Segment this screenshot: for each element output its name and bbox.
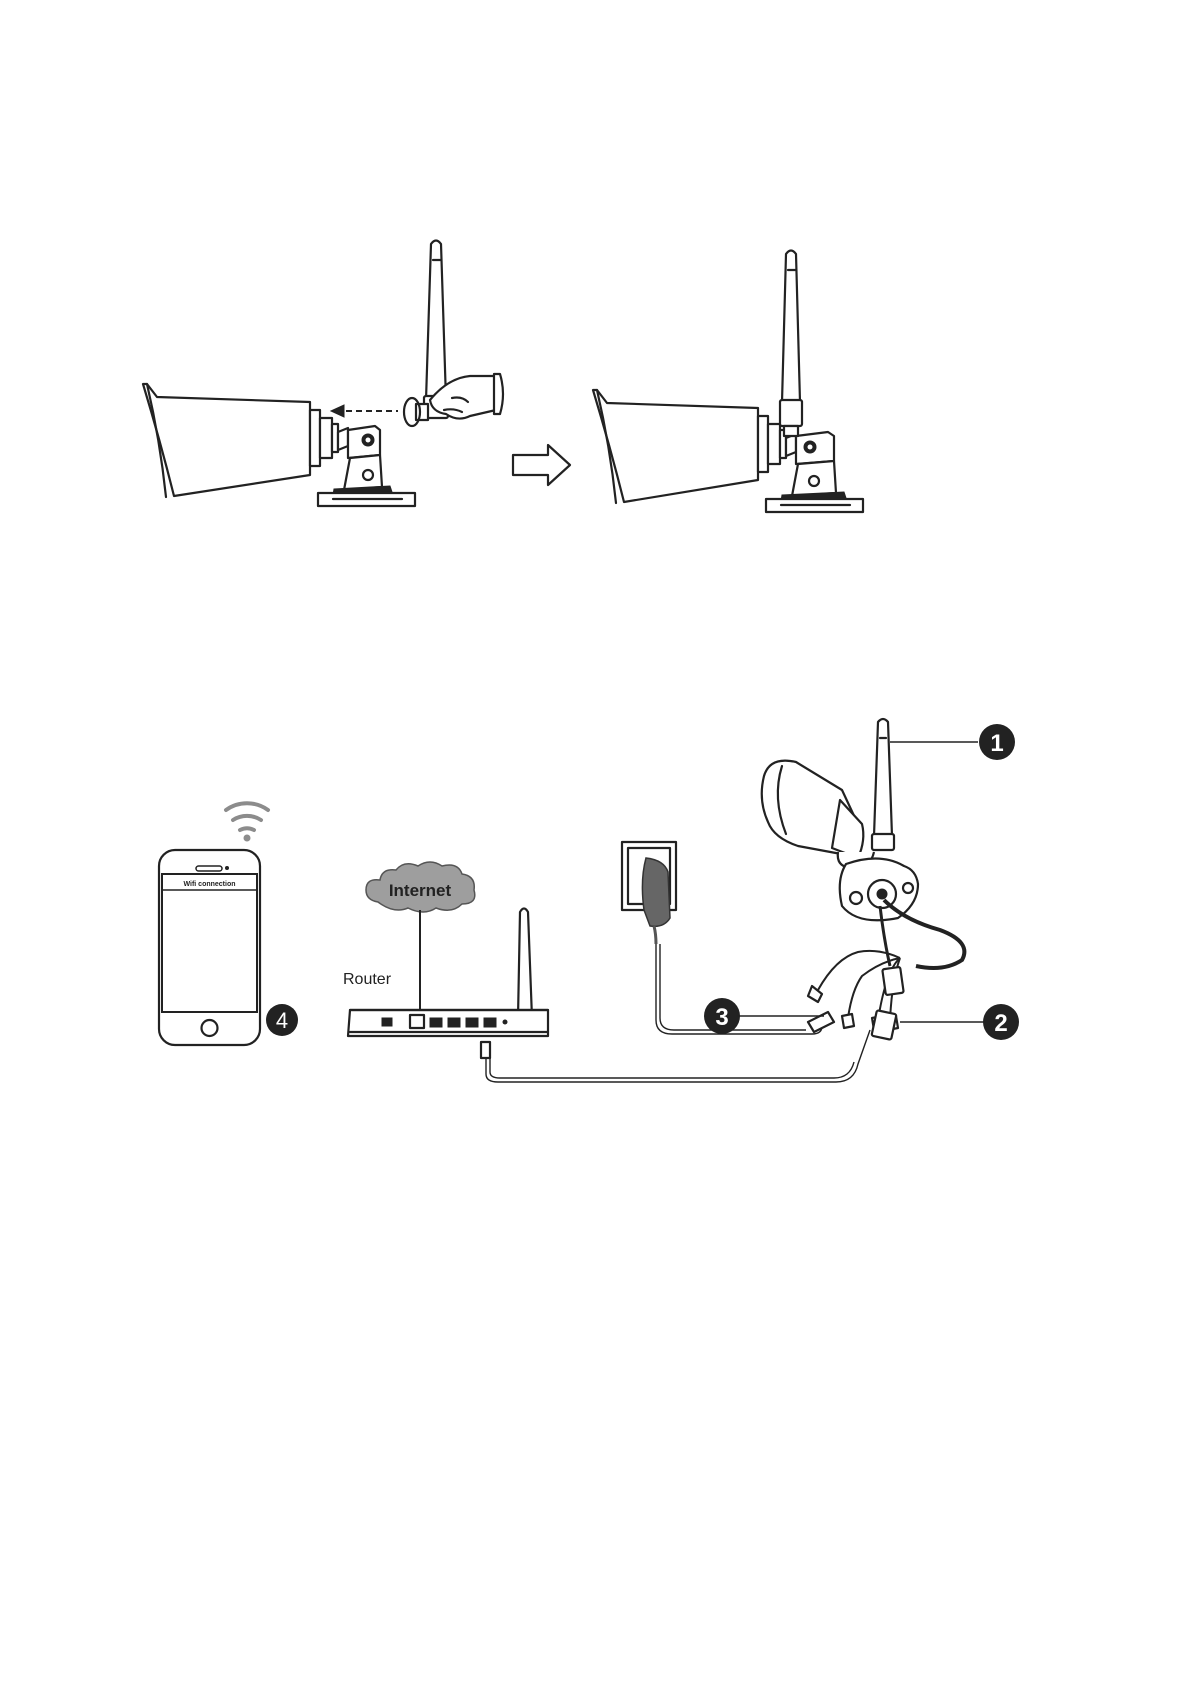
- callout-3-badge: 3: [704, 998, 740, 1034]
- wifi-signal-icon: [226, 803, 268, 841]
- callout-3-label: 3: [715, 1004, 728, 1031]
- camera-after-attach: [593, 251, 863, 513]
- network-cable: [481, 1030, 870, 1082]
- smartphone: Wifi connection: [159, 850, 260, 1045]
- insert-arrow: [331, 405, 398, 417]
- callout-4-badge: 4: [266, 1004, 298, 1036]
- camera-before-attach: [143, 384, 415, 506]
- phone-screen-title: Wifi connection: [183, 881, 235, 888]
- callout-1-label: 1: [990, 730, 1003, 757]
- internet-cloud: Internet: [366, 862, 475, 912]
- power-adapter: [642, 858, 670, 944]
- callout-4-label: 4: [276, 1008, 288, 1033]
- callout-2-badge: 2: [983, 1004, 1019, 1040]
- camera-wall-mounted: [762, 719, 978, 920]
- antenna-installation-figure: [143, 241, 863, 513]
- power-cable: [656, 944, 834, 1034]
- callout-2-label: 2: [994, 1010, 1007, 1037]
- router-label: Router: [343, 971, 392, 988]
- callout-1-badge: 1: [979, 724, 1015, 760]
- internet-label: Internet: [389, 881, 452, 900]
- right-arrow-icon: [513, 445, 570, 485]
- network-connection-figure: Wifi connection 4 Internet Router: [159, 719, 1019, 1082]
